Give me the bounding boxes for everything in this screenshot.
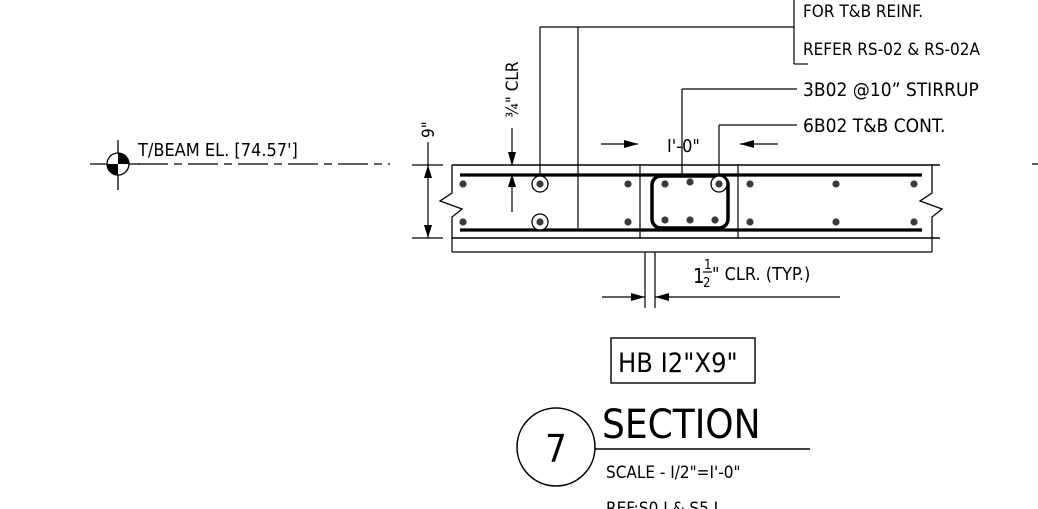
note-cont: 6B02 T&B CONT. <box>803 115 945 137</box>
dim-clear-suffix: " CLR. (TYP.) <box>712 264 810 285</box>
note-stirrup: 3B02 @10” STIRRUP <box>803 79 979 101</box>
elevation-marker-icon <box>90 140 140 190</box>
circled-bars <box>531 175 728 231</box>
section-scale: SCALE - I/2"=I'-0" <box>606 463 741 483</box>
reinf-note-leader <box>539 0 808 228</box>
elevation-label: T/BEAM EL. [74.57'] <box>137 140 298 161</box>
dim-clear-num: 1 <box>704 258 711 273</box>
section-ref: REF:S0.I & S5.I <box>606 499 718 509</box>
rebar-dots <box>459 178 918 226</box>
section-number: 7 <box>545 427 567 471</box>
note-refer: REFER RS-02 & RS-02A <box>803 40 980 60</box>
beam-tag: HB I2"X9" <box>618 348 738 379</box>
dim-clear-whole: 1 <box>693 264 704 288</box>
clear-cover-dim <box>602 252 840 308</box>
note-tb-reinf: FOR T&B REINF. <box>803 2 923 22</box>
dim-cover-label: ¾" CLR <box>503 61 523 118</box>
stirrup-leader <box>681 88 797 175</box>
cont-leader <box>718 124 797 176</box>
dim-clear-den: 2 <box>703 276 710 291</box>
section-number-circle <box>516 407 596 487</box>
dim-depth-label: 9" <box>419 121 439 138</box>
dim-width-label: I'-0" <box>667 136 700 157</box>
section-title: SECTION <box>602 402 761 448</box>
beam-tag-box <box>610 337 756 384</box>
beam-section <box>438 164 944 253</box>
